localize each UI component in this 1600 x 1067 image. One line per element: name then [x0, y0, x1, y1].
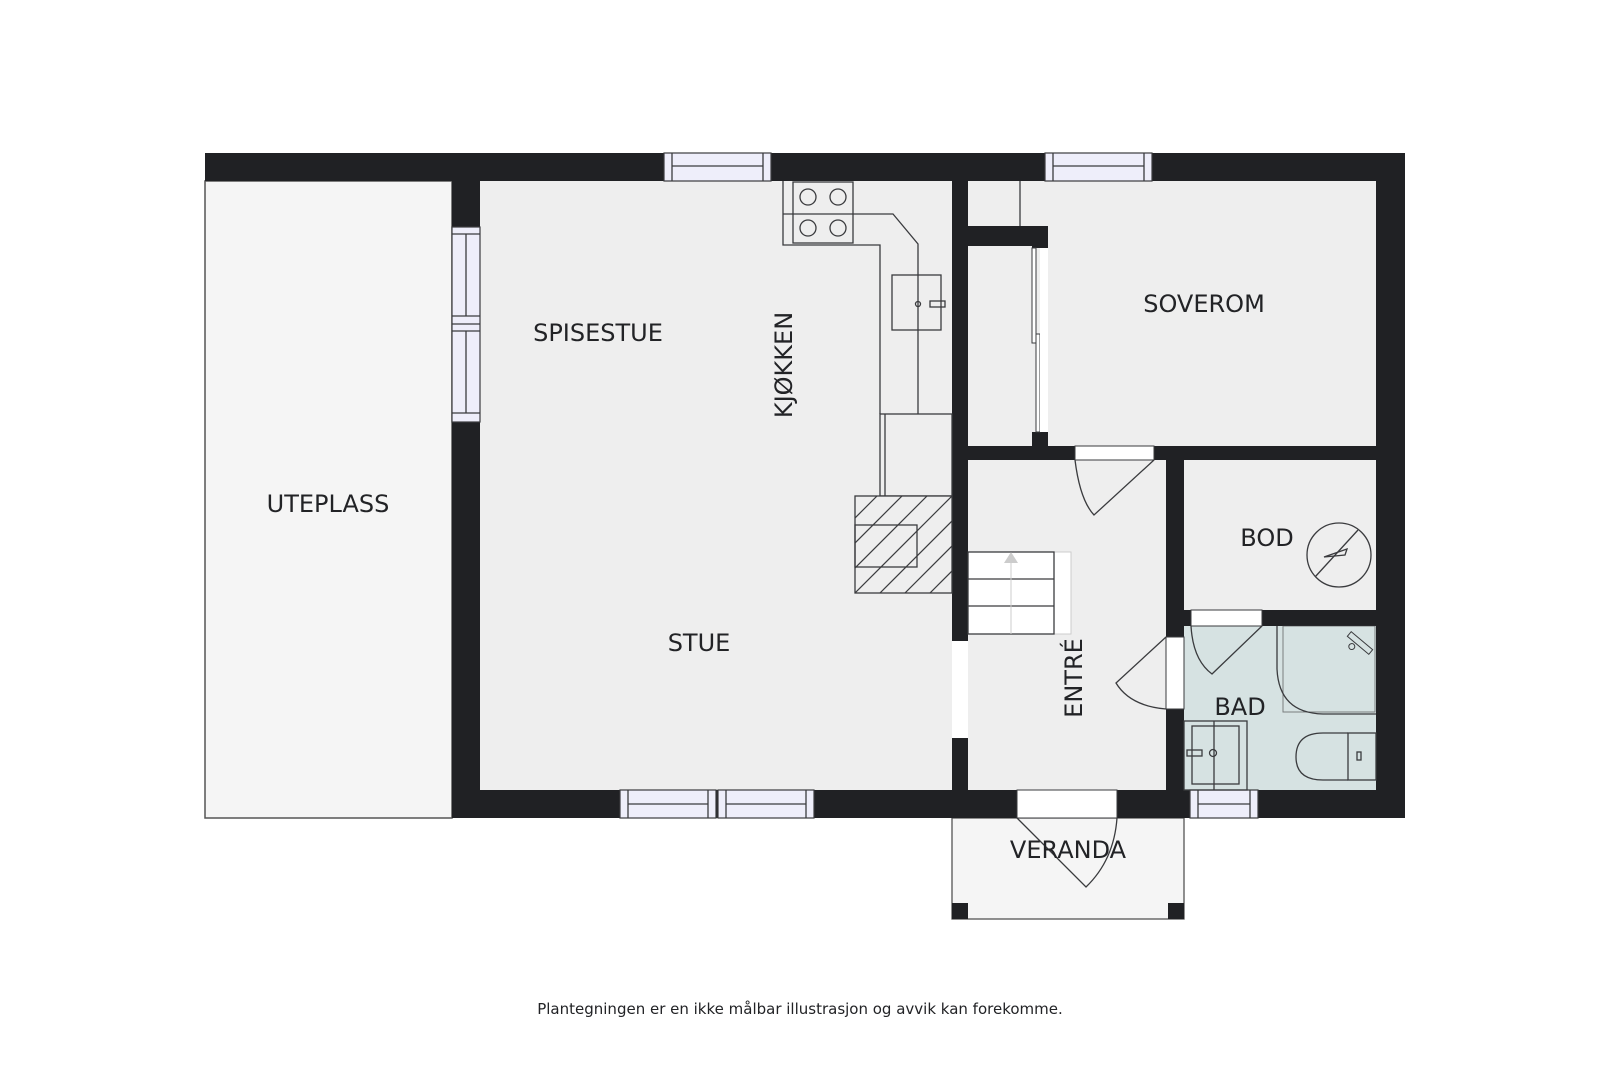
label-veranda: VERANDA — [1010, 836, 1127, 864]
toilet-icon — [1295, 732, 1377, 781]
electrical-panel-icon — [1306, 522, 1372, 588]
window-bottom-living — [619, 789, 815, 819]
disclaimer-caption: Plantegningen er en ikke målbar illustra… — [537, 1000, 1063, 1018]
bathroom-fixtures — [1183, 625, 1377, 791]
kitchen-counter — [782, 181, 953, 497]
label-bod: BOD — [1240, 524, 1293, 552]
room-stue-spisestue-kjokken — [480, 181, 952, 790]
shower-icon — [1276, 625, 1376, 715]
window-top-soverom — [1044, 152, 1153, 182]
label-entre: ENTRÉ — [1059, 638, 1088, 718]
room-uteplass — [204, 180, 453, 819]
sink-icon — [891, 274, 946, 331]
door-soverom — [1074, 445, 1155, 516]
veranda-post — [1168, 903, 1184, 919]
room-bad — [1184, 626, 1376, 790]
label-bad: BAD — [1214, 693, 1265, 721]
door-entrance — [1016, 789, 1118, 888]
label-stue: STUE — [668, 629, 731, 657]
label-kjokken: KJØKKEN — [770, 312, 798, 418]
stove-icon — [799, 188, 847, 237]
door-bad — [1190, 609, 1263, 675]
stairs-up-arrow-icon — [1004, 552, 1018, 563]
closet-sliding-door[interactable] — [1035, 333, 1041, 433]
closet-sliding-door[interactable] — [1031, 247, 1037, 344]
room-bod — [1184, 460, 1376, 610]
label-soverom: SOVEROM — [1143, 290, 1265, 318]
windows — [451, 152, 1259, 819]
stairs — [967, 551, 1072, 635]
bathroom-sink-icon — [1183, 720, 1248, 791]
label-spisestue: SPISESTUE — [533, 319, 663, 347]
window-top-living — [663, 152, 772, 182]
doors[interactable] — [952, 445, 1263, 888]
closet-opening — [1040, 248, 1048, 432]
door-bod — [1115, 636, 1185, 710]
fireplace-icon — [854, 495, 953, 594]
opening-living-entre — [952, 641, 968, 738]
window-bottom-bad — [1189, 789, 1259, 819]
veranda-post — [952, 903, 968, 919]
label-uteplass: UTEPLASS — [267, 490, 390, 518]
window-left-wall — [451, 226, 481, 423]
